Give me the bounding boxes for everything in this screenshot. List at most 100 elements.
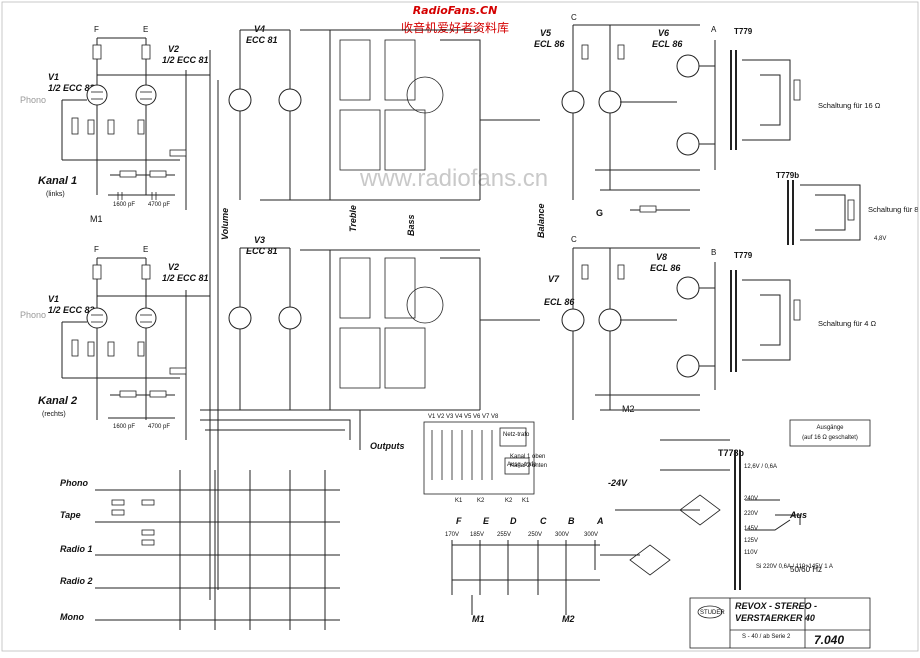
power-supply: F E D C B A 170V 185V 255V 250V 300V 300… [445, 439, 833, 624]
tap-125: 125V [744, 538, 758, 544]
schaltung-16: Schaltung für 16 Ω [818, 101, 881, 110]
sel-radio1: Radio 1 [60, 544, 93, 554]
switch-panel: V1 V2 V3 V4 V5 V6 V7 V8 Netz-trafo Ausg.… [423, 414, 547, 504]
tap-145: 145V [744, 526, 758, 532]
ps-v-b: 300V [555, 532, 569, 538]
site-name: RadioFans.CN [413, 4, 498, 17]
note-sub: (auf 16 Ω geschaltet) [802, 435, 858, 441]
t778b: T778b [718, 448, 745, 458]
power-stage: V5 ECL 86 V7 ECL 86 V6 ECL 86 V8 ECL 86 … [534, 13, 717, 420]
title-model: S - 40 / ab Serie 2 [742, 634, 791, 640]
ch2-side: (rechts) [42, 411, 66, 418]
v6-label: V6 [658, 28, 670, 38]
v8-label: V8 [656, 252, 667, 262]
v7-type: ECL 86 [544, 297, 575, 307]
k-label-4: K1 [522, 498, 530, 504]
title-line1: REVOX - STEREO - [735, 601, 817, 611]
svg-text:E: E [143, 245, 148, 254]
title-line2: VERSTAERKER 40 [735, 613, 815, 623]
schaltung-8: Schaltung für 8 Ω [868, 205, 920, 214]
v5-label: V5 [540, 28, 552, 38]
svg-text:E: E [143, 25, 148, 34]
m2-label: M2 [622, 404, 635, 414]
tap-240: 240V [744, 496, 758, 502]
site-name-cn: 收音机爱好者资料库 [401, 20, 509, 35]
ch1-ground: M1 [90, 214, 103, 224]
channel2-preamp: V1 1/2 ECC 83 V2 1/2 ECC 81 Phono Kanal … [20, 245, 210, 440]
ch2-v1: V1 [48, 294, 59, 304]
ps-a: A [596, 516, 604, 526]
ch2-v2-tube [135, 307, 157, 329]
tap-220: 220V [744, 511, 758, 517]
v8-type: ECL 86 [650, 263, 681, 273]
ch1-c1: 1600 pF [113, 202, 135, 208]
ps-d: D [510, 516, 517, 526]
sel-mono: Mono [60, 612, 84, 622]
ps-b: B [568, 516, 575, 526]
schaltung-8-volt: 4,8V [874, 236, 886, 242]
ps-f: F [456, 516, 462, 526]
ps-g: -24V [608, 478, 628, 488]
ch1-side: (links) [46, 191, 65, 198]
note-title: Ausgänge [816, 425, 844, 431]
ausg-trafo: Ausg.-trafo [507, 462, 537, 468]
ch2-kanal: Kanal 2 [38, 395, 77, 407]
k-label-3: K2 [505, 498, 513, 504]
freq-label: 50/60 Hz [790, 565, 822, 574]
ps-m2: M2 [562, 614, 575, 624]
svg-text:C: C [571, 13, 577, 22]
g-label: G [596, 208, 603, 218]
ch2-c1: 1600 pF [113, 424, 135, 430]
volume-label: Volume [220, 208, 230, 240]
sel-tape: Tape [60, 510, 81, 520]
ch2-v2-type: 1/2 ECC 81 [162, 273, 209, 283]
ps-c: C [540, 516, 547, 526]
ch1-c2: 4700 pF [148, 202, 170, 208]
v5-type: ECL 86 [534, 39, 565, 49]
ch1-v1: V1 [48, 72, 59, 82]
svg-text:B: B [711, 248, 716, 257]
ch1-v2-type: 1/2 ECC 81 [162, 55, 209, 65]
ch1-v1-type: 1/2 ECC 83 [48, 83, 95, 93]
t779-bottom: T779 [734, 251, 753, 260]
ch1-kanal: Kanal 1 [38, 175, 77, 187]
v4-label: V4 [254, 24, 265, 34]
k-label-1: K1 [455, 498, 463, 504]
k-label-2: K2 [477, 498, 485, 504]
title-block: REVOX - STEREO - VERSTAERKER 40 S - 40 /… [689, 597, 871, 649]
ch2-phono-label: Phono [20, 310, 46, 320]
ps-v-c: 250V [528, 532, 542, 538]
channel1-preamp: V1 1/2 ECC 83 V2 1/2 ECC 81 Phono Kanal … [20, 25, 210, 224]
input-selector: Phono Tape Radio 1 Radio 2 Mono Outputs [60, 409, 405, 630]
treble-label: Treble [348, 205, 358, 232]
schaltung-4: Schaltung für 4 Ω [818, 319, 877, 328]
ch1-v1-tube [86, 84, 108, 106]
fuse-label: Si 220V 0,6A / 110÷145V 1 A [756, 564, 833, 570]
v3-type: ECC 81 [246, 246, 278, 256]
sel-phono: Phono [60, 478, 88, 488]
kanal1-oben: Kanal 1 oben [510, 454, 545, 460]
svg-text:F: F [94, 245, 99, 254]
ch1-v2-tube [135, 84, 157, 106]
company-logo: STUDER [700, 610, 725, 616]
ps-v-a: 300V [584, 532, 598, 538]
v6-type: ECL 86 [652, 39, 683, 49]
v7-label: V7 [548, 274, 560, 284]
ch2-c2: 4700 pF [148, 424, 170, 430]
ch2-v1-type: 1/2 ECC 83 [48, 305, 95, 315]
v4-type: ECC 81 [246, 35, 278, 45]
ps-v-e: 185V [470, 532, 484, 538]
ch1-phono-label: Phono [20, 95, 46, 105]
ch2-v2: V2 [168, 262, 179, 272]
v3-label: V3 [254, 235, 265, 245]
ch2-v1-tube [86, 307, 108, 329]
title-number: 7.040 [814, 633, 844, 647]
tone-stage: V4 ECC 81 V3 ECC 81 Volume Treble Bass B… [209, 24, 546, 600]
netz-trafo: Netz-trafo [503, 432, 530, 438]
ps-v-d: 255V [497, 532, 511, 538]
ps-m1: M1 [472, 614, 485, 624]
t779-top: T779 [734, 27, 753, 36]
tap-110: 110V [744, 550, 758, 556]
